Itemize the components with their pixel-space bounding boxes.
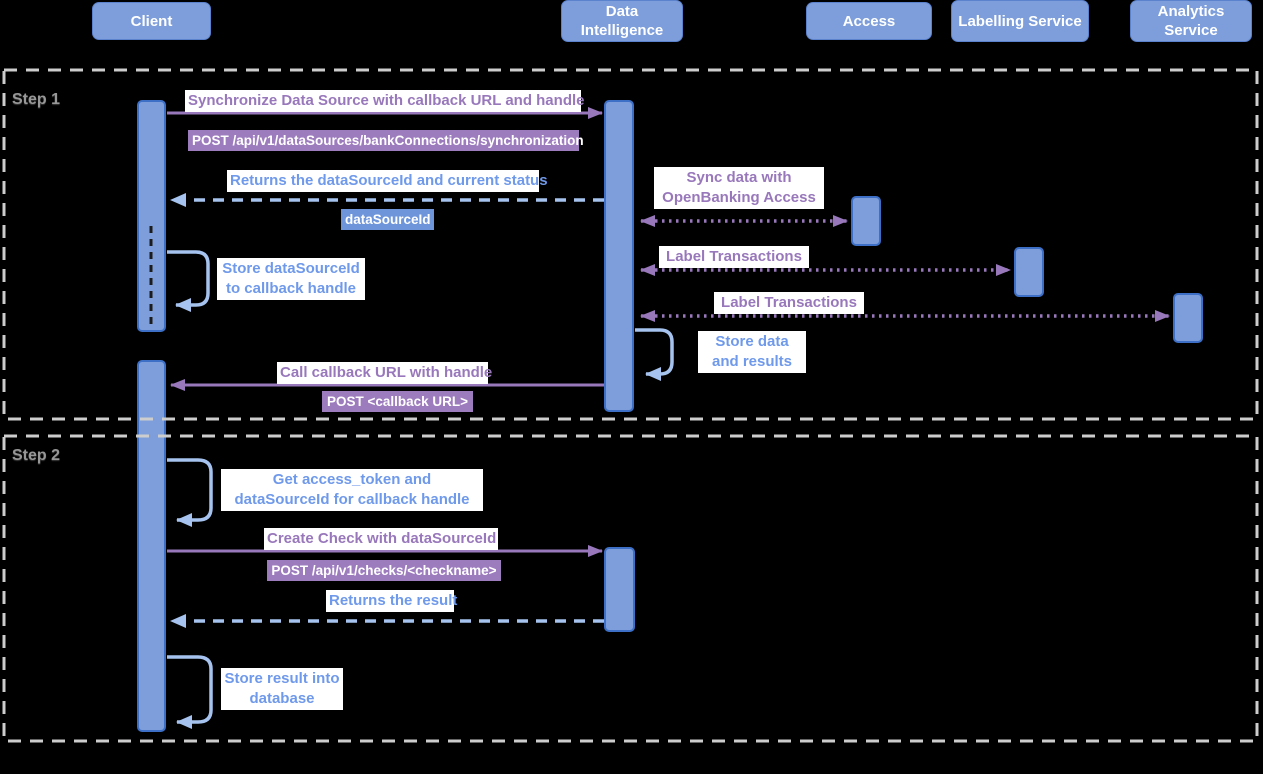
- self-loop-store-datasource: [167, 250, 210, 312]
- activation-data-intelligence-2: [604, 547, 635, 632]
- actor-labelling-service: Labelling Service: [951, 0, 1089, 42]
- activation-data-intelligence-1: [604, 100, 634, 412]
- actor-analytics-service-label: Analytics Service: [1157, 3, 1225, 39]
- message-store-data-results: Store data and results: [698, 331, 806, 373]
- message-sync-openbanking: Sync data with OpenBanking Access: [654, 167, 824, 209]
- actor-data-intelligence-label: Data Intelligence: [580, 3, 664, 39]
- endpoint-sync: POST /api/v1/dataSources/bankConnections…: [188, 130, 584, 151]
- message-label-transactions-1: Label Transactions: [659, 246, 809, 268]
- self-loop-store-data-results: [635, 328, 674, 381]
- endpoint-check: POST /api/v1/checks/<checkname>: [267, 560, 501, 581]
- activation-analytics-service: [1173, 293, 1203, 343]
- message-store-result: Store result into database: [221, 668, 343, 710]
- message-create-check: Create Check with dataSourceId: [264, 528, 498, 550]
- message-returns-result: Returns the result: [326, 590, 457, 612]
- self-loop-get-access-token: [167, 458, 213, 527]
- self-loop-store-result: [167, 655, 213, 729]
- actor-access-label: Access: [842, 12, 896, 30]
- activation-access: [851, 196, 881, 246]
- actor-labelling-service-label: Labelling Service: [958, 12, 1082, 30]
- actor-client-label: Client: [130, 12, 173, 30]
- activation-client-2: [137, 360, 166, 732]
- step-2-label: Step 2: [12, 447, 61, 464]
- message-store-datasource: Store dataSourceId to callback handle: [217, 258, 365, 300]
- message-sync-data-source: Synchronize Data Source with callback UR…: [185, 90, 585, 112]
- message-get-access-token: Get access_token and dataSourceId for ca…: [221, 469, 483, 511]
- actor-client: Client: [92, 2, 211, 40]
- value-datasource-id: dataSourceId: [341, 209, 434, 230]
- actor-data-intelligence: Data Intelligence: [561, 0, 683, 42]
- actor-analytics-service: Analytics Service: [1130, 0, 1252, 42]
- message-returns-datasource: Returns the dataSourceId and current sta…: [227, 170, 548, 192]
- actor-access: Access: [806, 2, 932, 40]
- step-1-label: Step 1: [12, 91, 61, 108]
- message-call-callback: Call callback URL with handle: [277, 362, 492, 384]
- activation-labelling-service: [1014, 247, 1044, 297]
- message-label-transactions-2: Label Transactions: [714, 292, 864, 314]
- endpoint-callback: POST <callback URL>: [322, 391, 473, 412]
- activation-client-1: [137, 100, 166, 332]
